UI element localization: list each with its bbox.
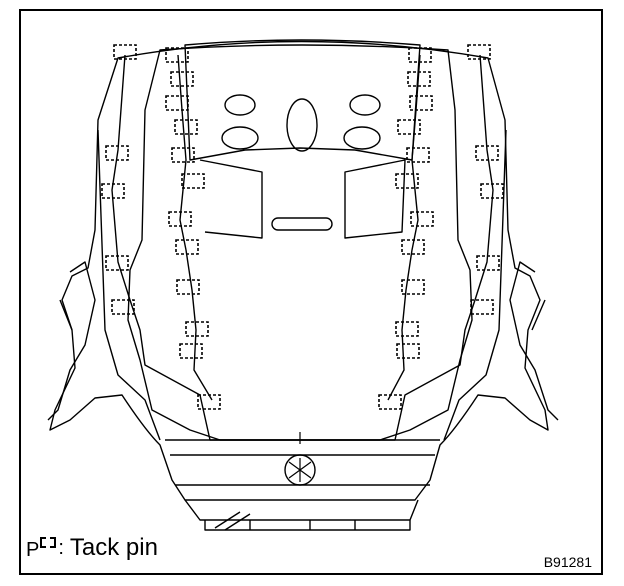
center-slot xyxy=(271,217,333,231)
tack-pin-icon xyxy=(397,119,421,135)
front-edge xyxy=(165,439,440,521)
right-top-pad xyxy=(349,94,381,116)
front-emblem xyxy=(284,454,316,486)
legend: P : Tack pin xyxy=(26,534,158,561)
seat-outline xyxy=(49,40,549,501)
tack-pin-icon xyxy=(176,279,200,295)
tack-pin-icon xyxy=(179,343,203,359)
left-panel xyxy=(199,159,263,239)
diagram-frame xyxy=(19,9,603,575)
figure-code: B91281 xyxy=(543,554,592,570)
legend-separator: : xyxy=(58,537,64,559)
tack-pin-icon xyxy=(175,239,199,255)
center-divider xyxy=(184,39,421,161)
tack-pin-icon xyxy=(395,321,419,337)
left-top-pad xyxy=(224,94,256,116)
right-bolster-inner xyxy=(443,129,507,441)
left-bolster xyxy=(47,261,96,421)
tack-pin-icon xyxy=(185,321,209,337)
tack-pin-icon xyxy=(111,299,135,315)
tack-pin-icon xyxy=(171,147,195,163)
tack-pin-icon xyxy=(467,44,491,60)
tack-pin-icon xyxy=(40,537,57,548)
right-bolster xyxy=(509,261,559,421)
legend-symbol-letter: P xyxy=(26,539,40,561)
tack-pin-icon xyxy=(378,394,402,410)
tack-pin-icon xyxy=(165,95,189,111)
tack-pin-icon xyxy=(401,279,425,295)
tack-pin-icon xyxy=(409,95,433,111)
tack-pin-icon xyxy=(197,394,221,410)
tack-pin-icon xyxy=(406,147,430,163)
tack-pin-icon xyxy=(407,71,431,87)
left-outer-wire xyxy=(111,54,300,441)
tack-pin-icon xyxy=(408,47,432,63)
right-outer-wire xyxy=(300,54,494,441)
tack-pin-icon xyxy=(470,299,494,315)
legend-label: Tack pin xyxy=(69,534,158,561)
center-pad xyxy=(286,98,318,152)
tack-pin-icon xyxy=(170,71,194,87)
tack-pin-icon xyxy=(476,255,500,271)
tack-pin-icon xyxy=(410,211,434,227)
tack-pin-icon xyxy=(165,47,189,63)
tack-pin-icon xyxy=(105,145,129,161)
cushion-top xyxy=(127,44,473,441)
left-low-pad xyxy=(221,126,259,150)
tack-pin-icon xyxy=(181,173,205,189)
tack-pin-icon xyxy=(174,119,198,135)
tack-pin-icon xyxy=(401,239,425,255)
tack-pin-icon xyxy=(113,44,137,60)
right-low-pad xyxy=(343,126,381,150)
tack-pin-icon xyxy=(105,255,129,271)
left-bolster-inner xyxy=(97,129,161,441)
tack-pin-icon xyxy=(395,173,419,189)
tack-pin-icon xyxy=(475,145,499,161)
right-panel xyxy=(344,159,406,239)
left-inner-wire xyxy=(177,54,213,401)
hatch-marks xyxy=(214,511,251,531)
tack-pins xyxy=(101,44,504,410)
front-tab-lines xyxy=(204,520,411,531)
tack-pin-icon xyxy=(101,183,125,199)
tack-pin-icon xyxy=(480,183,504,199)
tack-pin-icon xyxy=(168,211,192,227)
tack-pin-icon xyxy=(396,343,420,359)
